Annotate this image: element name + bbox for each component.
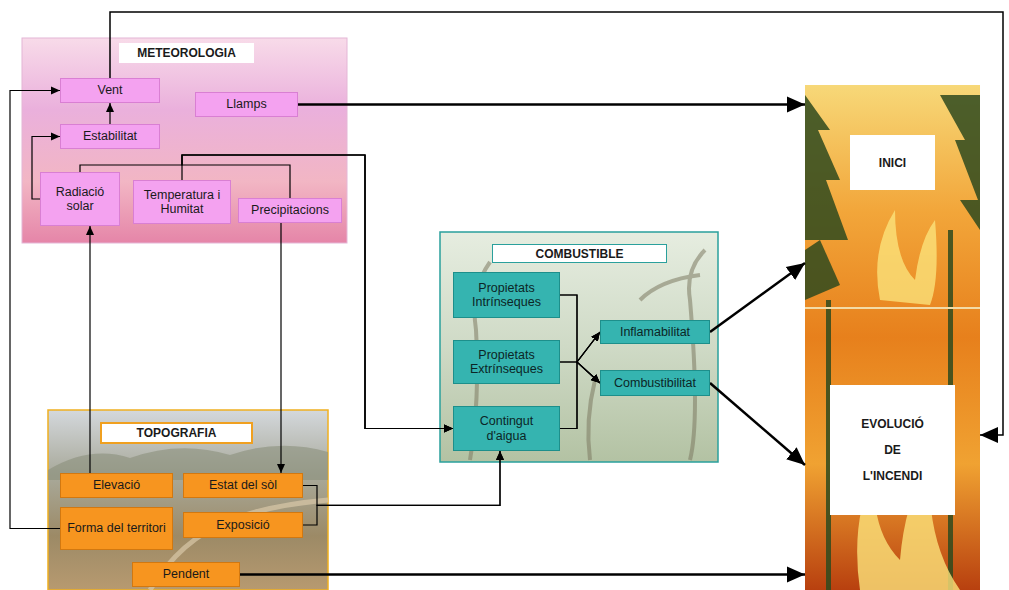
main-arrow <box>240 573 805 576</box>
box-text: Propietats Extrínseques <box>460 348 553 377</box>
main-arrow <box>298 103 805 106</box>
panel-title: TOPOGRAFIA <box>100 422 253 444</box>
connector-arrow <box>89 226 90 473</box>
box-text: Estat del sòl <box>209 478 277 492</box>
factor-box: Propietats Intrínseques <box>453 272 560 318</box>
burning-trees <box>805 95 980 590</box>
factor-box: Pendent <box>132 562 240 587</box>
group-panel: TOPOGRAFIA Elevació Estat del sòlForma del… <box>48 410 328 590</box>
connector-arrow <box>560 295 600 362</box>
factor-box: Llamps <box>195 92 298 117</box>
factor-box: Elevació <box>60 473 173 498</box>
factor-box: Estat del sòl <box>183 473 303 498</box>
connector-arrow <box>560 332 600 429</box>
main-arrow <box>710 383 805 465</box>
fire-picture <box>805 85 980 590</box>
box-text: Elevació <box>93 478 140 492</box>
box-text: Contingut d'aigua <box>460 414 553 443</box>
band-separator <box>805 307 980 309</box>
box-text: Llamps <box>226 97 266 111</box>
box-text: Pendent <box>163 567 210 581</box>
connector-arrow <box>303 451 500 525</box>
factor-box: Estabilitat <box>60 124 160 149</box>
box-text: Vent <box>97 83 122 97</box>
box-text: Temperatura i Humitat <box>140 188 224 217</box>
factor-box: Propietats Extrínseques <box>453 340 560 384</box>
factor-box: Forma del territori <box>60 507 173 550</box>
factor-box: Radiació solar <box>40 172 120 226</box>
fire-stage-band: INICI <box>805 85 980 308</box>
box-text: Combustibilitat <box>614 376 696 390</box>
factor-box: Vent <box>60 78 160 103</box>
connector-arrow <box>10 91 60 529</box>
factor-box: Inflamabilitat <box>600 320 710 344</box>
factor-box: Combustibilitat <box>600 370 710 396</box>
box-text: Forma del territori <box>67 521 166 535</box>
factor-box: Precipitacions <box>238 198 342 223</box>
group-panel: COMBUSTIBLE Propietats IntrínsequesPropie… <box>440 232 718 462</box>
box-text: Inflamabilitat <box>620 325 690 339</box>
panel-title: COMBUSTIBLE <box>492 244 667 263</box>
main-arrow <box>710 263 805 332</box>
group-panel: METEOROLOGIA VentLlampsEstabilitatRadiaci… <box>22 38 347 243</box>
box-text: Propietats Intrínseques <box>460 281 553 310</box>
factor-box: Contingut d'aigua <box>453 406 560 451</box>
meteorology-panel-ground <box>22 38 347 243</box>
box-text: Estabilitat <box>83 129 137 143</box>
box-text: Radiació solar <box>47 185 113 214</box>
box-text: Exposició <box>216 518 270 532</box>
factor-box: Temperatura i Humitat <box>133 180 231 224</box>
main-arrow <box>110 12 1003 435</box>
connector-arrow <box>280 223 281 473</box>
fire-stage-band: EVOLUCIÓ DE L'INCENDI <box>805 308 980 590</box>
stage-label: EVOLUCIÓ DE L'INCENDI <box>830 385 955 515</box>
factor-box: Exposició <box>183 512 303 538</box>
connector-arrow <box>560 362 600 429</box>
stage-label: INICI <box>850 135 935 190</box>
connector-arrow <box>80 155 453 429</box>
fuel-panel-ground <box>440 232 718 462</box>
panel-title: METEOROLOGIA <box>119 43 254 63</box>
connector-arrow <box>303 451 500 505</box>
box-text: Precipitacions <box>251 203 329 217</box>
connector-arrow <box>109 103 110 124</box>
